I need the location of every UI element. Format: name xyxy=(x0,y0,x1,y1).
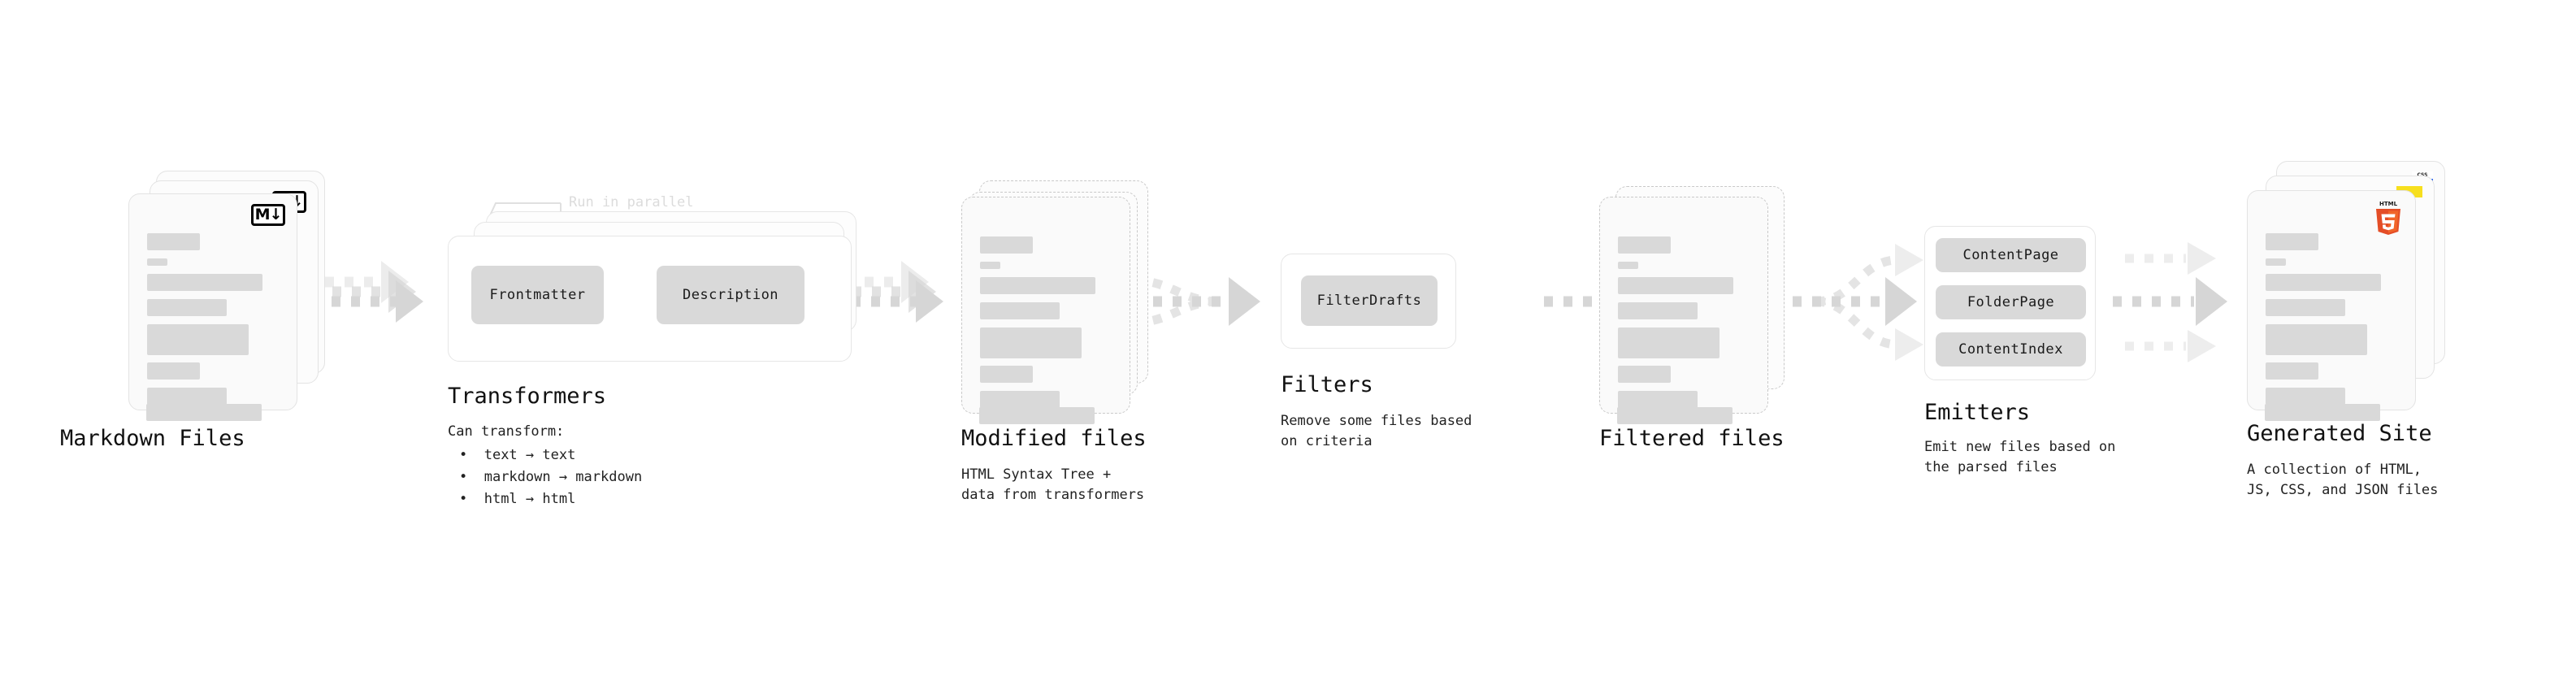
html5-icon: HTML xyxy=(2376,201,2400,235)
run-in-parallel-note: Run in parallel xyxy=(569,194,694,210)
stage-title-transformers: Transformers xyxy=(448,384,607,409)
arrow-filtered-to-emitters xyxy=(1793,244,1923,361)
chip-folderpage[interactable]: FolderPage xyxy=(1936,285,2086,319)
transformer-group-front: Frontmatter Description xyxy=(448,236,852,362)
chip-description-label: Description xyxy=(682,287,779,303)
generated-site-description: A collection of HTML, JS, CSS, and JSON … xyxy=(2247,462,2439,498)
transformers-bullet-0: • text → text xyxy=(459,447,576,463)
bullet-text: html → html xyxy=(484,491,576,507)
bullet-text: text → text xyxy=(484,447,576,463)
chip-frontmatter-label: Frontmatter xyxy=(489,287,586,303)
chip-contentpage[interactable]: ContentPage xyxy=(1936,238,2086,272)
bullet-text: markdown → markdown xyxy=(484,469,643,485)
file-skeleton-bar-extra xyxy=(979,407,1095,424)
transformers-bullet-1: • markdown → markdown xyxy=(459,469,643,485)
markdown-file-card-front: M↓ xyxy=(128,193,297,410)
site-file-card-front: HTML xyxy=(2247,190,2416,410)
transformers-description: Can transform: xyxy=(448,423,565,440)
stage-title-emitters: Emitters xyxy=(1924,400,2031,425)
file-skeleton-bar-extra xyxy=(146,404,262,421)
stage-title-generated-site: Generated Site xyxy=(2247,421,2432,446)
stage-title-filtered-files: Filtered files xyxy=(1599,426,1785,451)
chip-filterdrafts-label: FilterDrafts xyxy=(1316,293,1422,309)
svg-text:HTML: HTML xyxy=(2379,201,2398,207)
chip-contentpage-label: ContentPage xyxy=(1962,247,2059,263)
chip-frontmatter[interactable]: Frontmatter xyxy=(471,266,604,324)
transformers-bullet-2: • html → html xyxy=(459,491,576,507)
stage-title-modified-files: Modified files xyxy=(961,426,1147,451)
modified-files-description: HTML Syntax Tree + data from transformer… xyxy=(961,466,1145,503)
chip-contentindex-label: ContentIndex xyxy=(1958,341,2063,358)
html5-badge: HTML xyxy=(2373,199,2404,236)
arrow-modified-to-filters xyxy=(1133,275,1260,327)
chip-description[interactable]: Description xyxy=(657,266,804,324)
css-badge-label: CSS xyxy=(2418,173,2428,178)
arrow-emitters-to-site xyxy=(2113,242,2227,362)
modified-file-card-front xyxy=(961,197,1130,414)
chip-folderpage-label: FolderPage xyxy=(1967,294,2055,310)
file-skeleton-bar-extra xyxy=(2265,404,2380,421)
filtered-file-card-front xyxy=(1599,197,1768,414)
chip-filterdrafts[interactable]: FilterDrafts xyxy=(1301,275,1438,326)
markdown-badge: M↓ xyxy=(251,204,285,226)
emitters-description: Emit new files based on the parsed files xyxy=(1924,439,2116,475)
stage-title-markdown-files: Markdown Files xyxy=(60,426,245,451)
emitters-group: ContentPage FolderPage ContentIndex xyxy=(1924,226,2096,380)
file-skeleton-bar-extra xyxy=(1617,407,1733,424)
filters-description: Remove some files based on criteria xyxy=(1281,413,1472,449)
filters-group: FilterDrafts xyxy=(1281,254,1456,349)
stage-title-filters: Filters xyxy=(1281,372,1373,397)
chip-contentindex[interactable]: ContentIndex xyxy=(1936,332,2086,367)
